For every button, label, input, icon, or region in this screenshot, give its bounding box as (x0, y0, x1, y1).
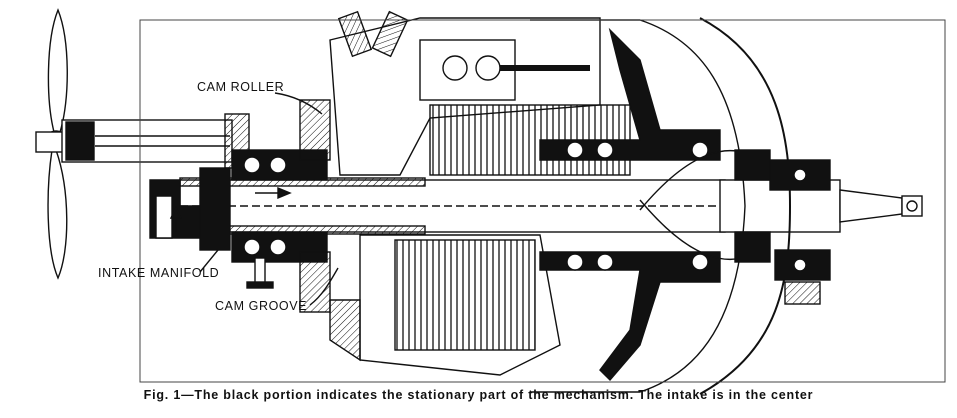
propeller-shaft-housing (35, 113, 250, 169)
crankshaft (179, 177, 923, 235)
rear-gears (769, 159, 831, 305)
upper-cylinder (329, 10, 631, 176)
lower-cylinder (329, 234, 561, 376)
cam-roller-leader (274, 92, 323, 115)
intake-manifold-label: INTAKE MANIFOLD (98, 266, 220, 280)
cam-groove-label: CAM GROOVE (215, 299, 308, 313)
cam-housing (231, 99, 331, 313)
figure-caption: Fig. 1—The black portion indicates the s… (143, 388, 814, 402)
cam-groove-leader (309, 267, 339, 306)
intake-manifold (149, 167, 231, 251)
intake-manifold-leader (199, 249, 219, 273)
cam-roller-label: CAM ROLLER (197, 80, 285, 94)
figure-frame (139, 19, 946, 383)
